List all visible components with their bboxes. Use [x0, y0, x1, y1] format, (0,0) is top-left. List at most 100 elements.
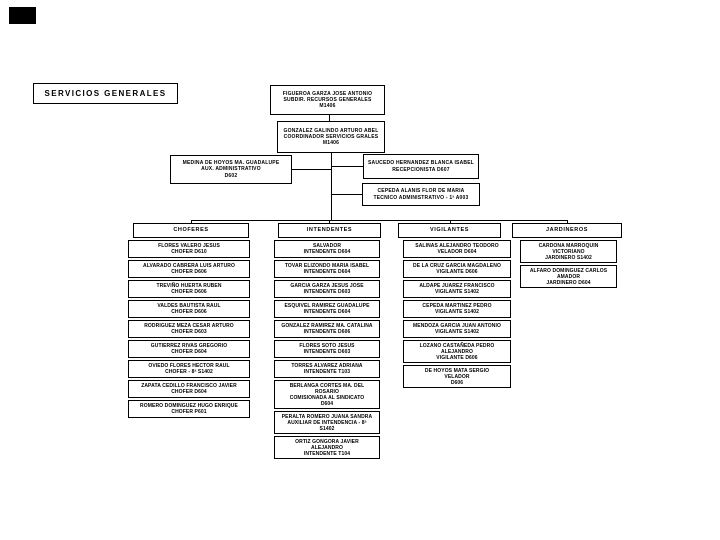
person-box-line: JARDINERO S1402 — [545, 254, 592, 261]
person-box-line: INTENDENTE D603 — [303, 289, 351, 295]
person-box-line: INTENDENTE D604 — [303, 269, 351, 275]
person-box-line: INTENDENTE D604 — [303, 309, 351, 315]
person-box-line: INTENDENTE D603 — [303, 349, 351, 355]
person-box-line: VIGILANTE D606 — [436, 269, 478, 275]
person-box-line: OVIEDO FLORES HECTOR RAUL — [148, 363, 230, 369]
person-box-line: RODRIGUEZ MEZA CESAR ARTURO — [144, 323, 234, 329]
person-box-line: AMADOR — [556, 273, 581, 280]
connector-subdir-coord — [329, 115, 331, 122]
connector-coord-trunk — [331, 153, 333, 221]
box-tecnico-administrativo: CEPEDA ALANIS FLOR DE MARIA TECNICO ADMI… — [362, 183, 480, 206]
person-box-line: GARCIA GARZA JESUS JOSE — [290, 283, 364, 289]
person-box-line: S1402 — [319, 425, 335, 432]
person-box-line: CHOFER D603 — [171, 329, 207, 335]
person-box-line: ZAPATA CEDILLO FRANCISCO JAVIER — [141, 383, 237, 389]
person-box-line: COMISIONADA AL SINDICATO — [289, 394, 365, 401]
person-box-line: VIGILANTE S1402 — [434, 289, 479, 295]
person-box-line: SALVADOR — [312, 243, 342, 249]
coordinador-code: M1406 — [322, 140, 340, 147]
person-box-line: CHOFER D606 — [171, 269, 207, 275]
column-header-intendentes: INTENDENTES — [278, 223, 381, 238]
person-box-line: VIGILANTE D606 — [436, 354, 478, 361]
person-box-line: INTENDENTE D604 — [303, 249, 351, 255]
person-box-line: D606 — [450, 379, 464, 386]
person-box-line: VALDES BAUTISTA RAUL — [157, 303, 221, 309]
subdirector-name: FIGUEROA GARZA JOSE ANTONIO — [282, 90, 373, 97]
person-box-line: ALDAPE JUAREZ FRANCISCO — [419, 283, 495, 289]
person-box-line: CHOFER D606 — [171, 289, 207, 295]
person-box-line: INTENDENTE T103 — [303, 369, 351, 375]
person-box-line: CHOFER D610 — [171, 249, 207, 255]
person-box-line: CHOFER P601 — [171, 409, 207, 415]
aux-role: AUX. ADMINISTRATIVO — [201, 166, 261, 173]
person-box-line: ROSARIO — [314, 388, 340, 395]
person-box-line: VELADOR D604 — [437, 249, 477, 255]
person-box-line: SALINAS ALEJANDRO TEODORO — [415, 243, 499, 249]
person-box-line: VIGILANTE S1402 — [434, 309, 479, 315]
aux-name: MEDINA DE HOYOS MA. GUADALUPE — [182, 160, 280, 167]
person-box-line: CEPEDA MARTINEZ PEDRO — [422, 303, 492, 309]
slide-corner-mark — [9, 7, 36, 24]
connector-tecnico-branch — [331, 194, 362, 196]
person-box-line: JARDINERO D604 — [546, 279, 591, 286]
column-header-jardineros: JARDINEROS — [512, 223, 622, 238]
coordinador-name: GONZALEZ GALINDO ARTURO ABEL — [283, 127, 379, 134]
connector-stub-intendentes — [329, 220, 331, 224]
person-box-line: PERALTA ROMERO JUANA SANDRA — [281, 413, 373, 420]
person-box-line: INTENDENTE D606 — [303, 329, 351, 335]
person-box-line: ALFARO DOMINGUEZ CARLOS — [529, 267, 608, 274]
page-title-label: SERVICIOS GENERALES — [44, 88, 167, 98]
connector-recepcionista-branch — [331, 166, 363, 168]
person-box-line: ALEJANDRO — [310, 444, 343, 451]
person-box-line: DE LA CRUZ GARCIA MAGDALENO — [413, 263, 501, 269]
tecnico-role: TECNICO ADMINISTRATIVO - 1ª A003 — [373, 194, 469, 201]
person-box-line: TOVAR ELIZONDO MARIA ISABEL — [284, 263, 370, 269]
box-subdirector: FIGUEROA GARZA JOSE ANTONIO SUBDIR. RECU… — [270, 85, 385, 115]
connector-stub-choferes — [191, 220, 193, 224]
connector-stub-vigilantes — [450, 220, 452, 224]
person-box-line: INTENDENTE T104 — [303, 450, 351, 457]
recepcionista-name: SAUCEDO HERNANDEZ BLANCA ISABEL — [367, 160, 475, 167]
person-box-line: ALVARADO CABRERA LUIS ARTURO — [143, 263, 235, 269]
person-box-line: DE HOYOS MATA SERGIO — [424, 367, 490, 374]
person-box-line: FLORES SOTO JESUS — [299, 343, 355, 349]
aux-code: D602 — [224, 172, 238, 179]
person-box-line: VIGILANTE S1402 — [434, 329, 479, 335]
person-box-line: ROMERO DOMINGUEZ HUGO ENRIQUE — [140, 403, 238, 409]
box-recepcionista: SAUCEDO HERNANDEZ BLANCA ISABEL RECEPCIO… — [363, 154, 479, 179]
tecnico-name: CEPEDA ALANIS FLOR DE MARIA — [377, 188, 465, 195]
person-box-line: GUTIERREZ RIVAS GREGORIO — [150, 343, 228, 349]
person-box-line: CHOFER D606 — [171, 309, 207, 315]
box-coordinador: GONZALEZ GALINDO ARTURO ABEL COORDINADOR… — [277, 121, 385, 153]
subdirector-code: M1406 — [319, 103, 336, 110]
person-box-line: CHOFER D604 — [171, 349, 207, 355]
connector-stub-jardineros — [567, 220, 569, 224]
person-box-line: BERLANGA CORTES MA. DEL — [289, 382, 365, 389]
person-box-line: ESQUIVEL RAMIREZ GUADALUPE — [284, 303, 370, 309]
connector-aux-branch — [292, 169, 331, 171]
